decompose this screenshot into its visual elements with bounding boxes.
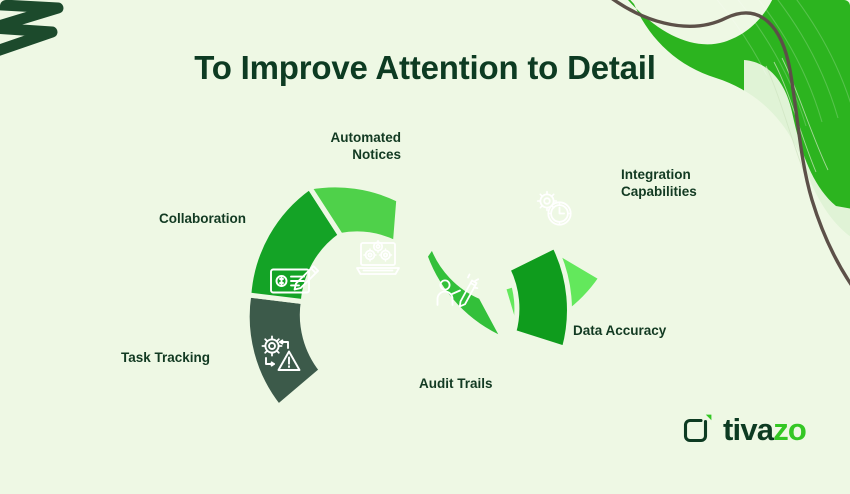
segment-audit-trails[interactable] — [422, 242, 509, 344]
person-pencil-icon — [436, 273, 480, 308]
segment-integration-capabilities[interactable] — [479, 152, 610, 366]
label-collaboration: Collaboration — [159, 211, 246, 226]
logo-wordmark: tivazo — [723, 411, 807, 447]
tivazo-bracket-icon — [683, 414, 712, 443]
page-title: To Improve Attention to Detail — [194, 49, 656, 86]
laptop-gears-icon — [356, 239, 400, 275]
segment-automated-notices[interactable] — [307, 182, 402, 275]
label-integration-capabilities: Integration Capabilities — [621, 167, 697, 200]
tivazo-logo[interactable]: tivazo — [680, 411, 807, 447]
segment-task-tracking[interactable] — [244, 292, 324, 409]
label-data-accuracy: Data Accuracy — [573, 323, 667, 338]
label-automated-notices: Automated Notices — [330, 130, 402, 163]
gear-clock-icon — [536, 190, 572, 226]
gear-warning-icon — [261, 335, 301, 371]
check-pen-icon — [270, 265, 320, 294]
logo-word-accent: zo — [773, 411, 807, 447]
segment-collaboration[interactable] — [246, 184, 344, 305]
logo-word-primary: tiva — [723, 411, 774, 447]
green-blob — [612, 0, 850, 260]
curved-line — [594, 0, 850, 314]
label-task-tracking: Task Tracking — [120, 350, 210, 365]
zigzag-scribble — [0, 0, 64, 60]
label-audit-trails: Audit Trails — [419, 376, 493, 391]
